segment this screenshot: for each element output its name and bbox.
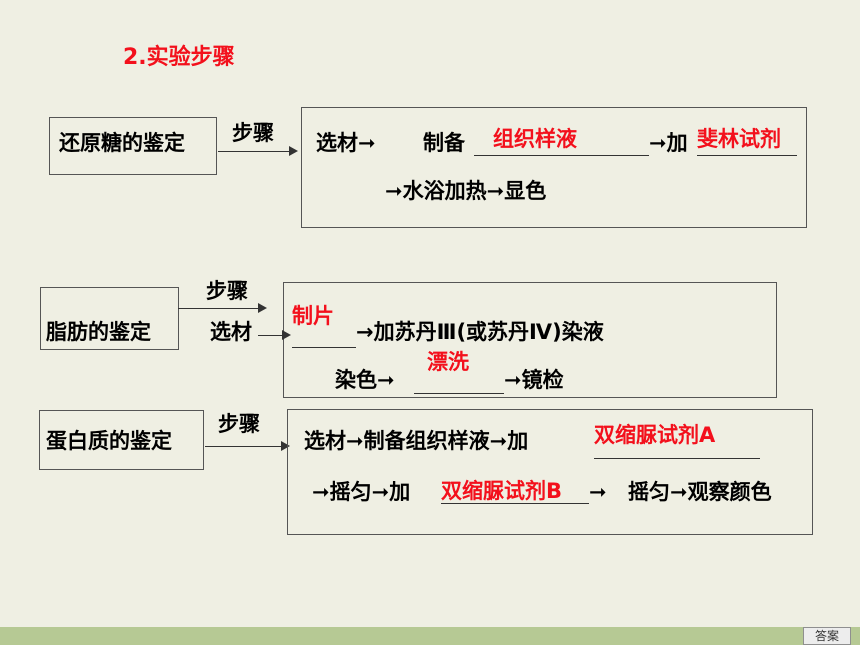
fat-step-arrow-head (258, 303, 267, 313)
sugar-text1: 选材➞ (316, 131, 376, 155)
protein-title-box (39, 410, 204, 470)
sugar-title-box (49, 117, 217, 175)
fat-select-arrow-head (282, 330, 291, 340)
protein-text3: ➞ (589, 480, 607, 504)
protein-blank2-line (441, 503, 589, 504)
protein-fill1: 双缩脲试剂A (594, 423, 716, 447)
sugar-blank1-line (474, 155, 649, 156)
sugar-steps-box (301, 107, 807, 228)
fat-steps-box (283, 282, 777, 398)
protein-text1: 选材➞制备组织样液➞加 (304, 429, 529, 453)
sugar-text4: ➞水浴加热➞显色 (385, 179, 547, 203)
protein-fill2: 双缩脲试剂B (441, 479, 563, 503)
sugar-title: 还原糖的鉴定 (59, 131, 185, 155)
protein-text2: ➞摇匀➞加 (312, 480, 411, 504)
sugar-fill1: 组织样液 (493, 127, 577, 151)
protein-step-label: 步骤 (218, 412, 260, 436)
fat-title-box (40, 287, 179, 350)
fat-text3: 染色➞ (335, 368, 395, 392)
answer-button[interactable]: 答案 (803, 627, 851, 645)
protein-step-arrow-head (281, 441, 290, 451)
protein-step-arrow-line (205, 446, 283, 447)
sugar-text3: ➞加 (649, 131, 688, 155)
sugar-text2: 制备 (423, 131, 465, 155)
bottom-bar (0, 627, 860, 645)
fat-step-arrow-line (178, 308, 260, 309)
section-heading: 2.实验步骤 (123, 45, 235, 70)
fat-title: 脂肪的鉴定 (46, 320, 151, 344)
protein-title: 蛋白质的鉴定 (46, 429, 172, 453)
fat-select-arrow-line (258, 335, 284, 336)
sugar-fill2: 斐林试剂 (697, 127, 781, 151)
fat-step-label: 步骤 (206, 279, 248, 303)
fat-text1: 选材 (210, 320, 252, 344)
fat-blank1-line (292, 347, 356, 348)
sugar-step-arrow-head (289, 146, 298, 156)
fat-fill1: 制片 (292, 304, 334, 328)
sugar-blank2-line (697, 155, 797, 156)
fat-blank2-line (414, 393, 504, 394)
protein-text4: 摇匀➞观察颜色 (628, 480, 772, 504)
fat-fill2: 漂洗 (427, 350, 469, 374)
sugar-step-arrow-line (218, 151, 291, 152)
sugar-step-label: 步骤 (232, 121, 274, 145)
protein-blank1-line (594, 458, 760, 459)
fat-text2: →加苏丹Ⅲ(或苏丹Ⅳ)染液 (356, 320, 604, 344)
protein-steps-box (287, 409, 813, 535)
fat-text4: ➞镜检 (504, 368, 564, 392)
